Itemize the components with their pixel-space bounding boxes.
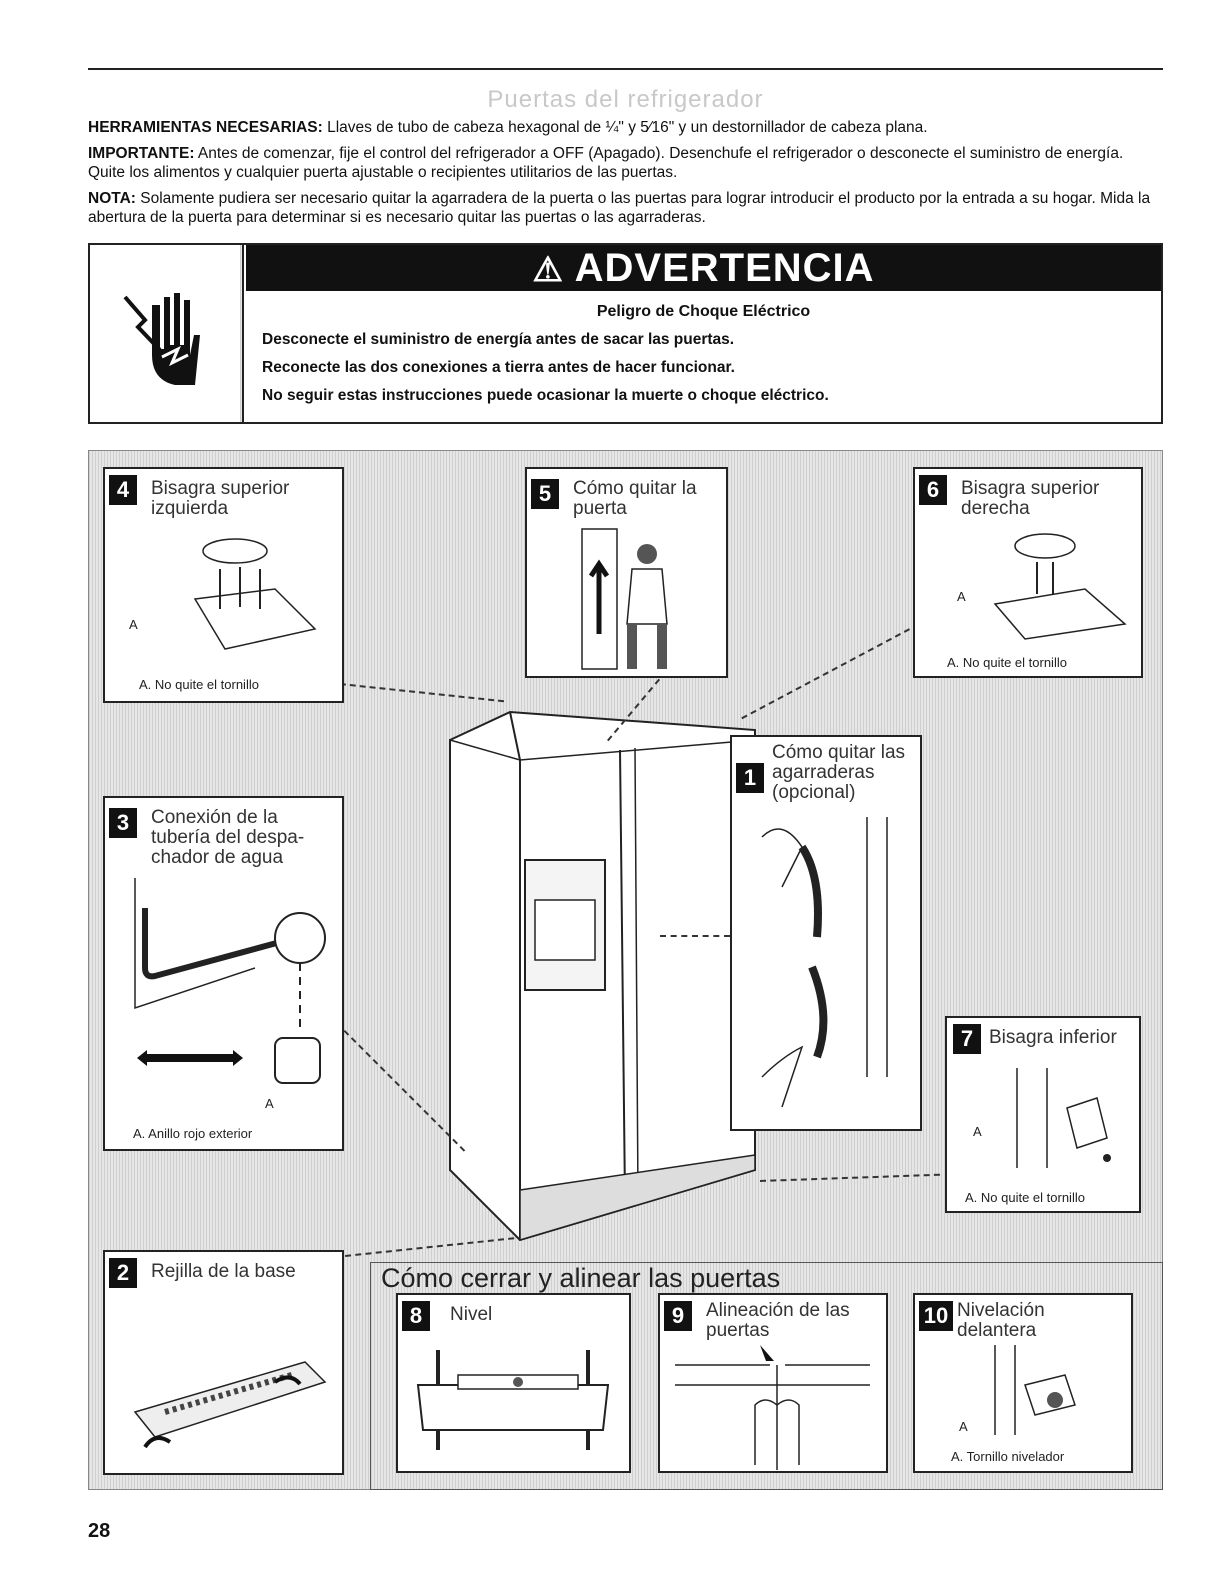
section-title: Puertas del refrigerador [487, 86, 764, 113]
step-number: 1 [736, 763, 764, 793]
shock-hazard-cell [90, 245, 244, 422]
step-1-panel: 1 Cómo quitar las agarraderas (opcional) [730, 735, 922, 1131]
tools-paragraph: HERRAMIENTAS NECESARIAS: Llaves de tubo … [88, 118, 1163, 137]
step-caption: A. No quite el tornillo [139, 677, 259, 692]
note-label: NOTA: [88, 190, 136, 207]
leader-line [660, 935, 730, 937]
warning-line: Reconecte las dos conexiones a tierra an… [262, 359, 735, 376]
door-alignment-illustration [675, 1345, 870, 1470]
warning-heading: ADVERTENCIA [574, 246, 875, 290]
callout-label: A [957, 589, 966, 604]
note-text: Solamente pudiera ser necesario quitar l… [88, 190, 1151, 226]
shock-hazard-icon [90, 245, 240, 422]
step-title: Bisagra superior izquierda [151, 478, 290, 519]
step-7-panel: 7 Bisagra inferior A A. No quite el torn… [945, 1016, 1141, 1213]
step-2-panel: 2 Rejilla de la base [103, 1250, 344, 1475]
step-title: Alineación de las puertas [706, 1300, 850, 1341]
refrigerator-illustration [449, 710, 756, 1242]
step-number: 9 [664, 1301, 692, 1331]
step-number: 5 [531, 479, 559, 509]
step-caption: A. No quite el tornillo [965, 1190, 1085, 1205]
front-leveling-illustration [994, 1345, 1076, 1435]
door-removal-illustration [581, 528, 668, 670]
step-number: 3 [109, 808, 137, 838]
step-title: Cómo quitar las agarraderas (opcional) [772, 742, 906, 803]
step-caption: A. Tornillo nivelador [951, 1449, 1065, 1464]
step-caption: A. No quite el tornillo [947, 655, 1067, 670]
step-number: 6 [919, 475, 947, 505]
step-title: Cómo quitar la puerta [573, 478, 697, 519]
step-title: Conexión de la tubería del despa-chador … [151, 807, 305, 868]
level-illustration [416, 1350, 610, 1450]
step-number: 4 [109, 475, 137, 505]
step-caption: A. Anillo rojo exterior [133, 1126, 253, 1141]
handle-removal-illustration [761, 817, 888, 1108]
step-title: Bisagra superior derecha [961, 478, 1100, 519]
step-4-panel: 4 Bisagra superior izquierda A A. No qui… [103, 467, 344, 703]
important-paragraph: IMPORTANTE: Antes de comenzar, fije el c… [88, 144, 1163, 182]
callout-label: A [959, 1419, 968, 1434]
warning-heading-bar: ⚠ ADVERTENCIA [246, 245, 1161, 291]
step-9-panel: 9 Alineación de las puertas [658, 1293, 888, 1473]
close-align-section: Cómo cerrar y alinear las puertas [370, 1262, 1163, 1490]
warning-line: No seguir estas instrucciones puede ocas… [262, 387, 829, 404]
step-6-panel: 6 Bisagra superior derecha A A. No quite… [913, 467, 1143, 678]
step-5-panel: 5 Cómo quitar la puerta [525, 467, 728, 678]
base-grille-illustration [133, 1361, 327, 1449]
step-number: 2 [109, 1258, 137, 1288]
warning-line: Desconecte el suministro de energía ante… [262, 331, 735, 348]
step-title: Bisagra inferior [989, 1027, 1117, 1048]
step-8-panel: 8 Nivel [396, 1293, 631, 1473]
tools-label: HERRAMIENTAS NECESARIAS: [88, 119, 323, 136]
warning-triangle-icon: ⚠ [532, 251, 564, 289]
bottom-hinge-illustration [1016, 1068, 1111, 1168]
warning-subheading: Peligro de Choque Eléctrico [596, 303, 811, 320]
water-line-illustration [134, 878, 326, 1084]
step-number: 7 [953, 1024, 981, 1054]
step-number: 8 [402, 1301, 430, 1331]
note-paragraph: NOTA: Solamente pudiera ser necesario qu… [88, 189, 1163, 227]
step-title: Nivelación delantera [957, 1300, 1045, 1341]
callout-label: A [265, 1096, 274, 1111]
warning-box: ⚠ ADVERTENCIA Peligro de Choque Eléctric… [88, 243, 1163, 424]
callout-label: A [129, 617, 138, 632]
step-3-panel: 3 Conexión de la tubería del despa-chado… [103, 796, 344, 1151]
top-rule [88, 68, 1163, 70]
left-top-hinge-illustration [193, 538, 317, 650]
tools-text: Llaves de tubo de cabeza hexagonal de ¼"… [322, 119, 928, 136]
important-text: Antes de comenzar, fije el control del r… [88, 145, 1124, 181]
step-number: 10 [919, 1301, 953, 1331]
page-number: 28 [88, 1520, 111, 1542]
right-top-hinge-illustration [993, 533, 1127, 640]
important-label: IMPORTANTE: [88, 145, 195, 162]
step-10-panel: 10 Nivelación delantera A A. Tornillo ni… [913, 1293, 1133, 1473]
close-align-heading: Cómo cerrar y alinear las puertas [381, 1263, 781, 1293]
step-title: Nivel [450, 1304, 493, 1325]
callout-label: A [973, 1124, 982, 1139]
step-title: Rejilla de la base [151, 1261, 296, 1282]
